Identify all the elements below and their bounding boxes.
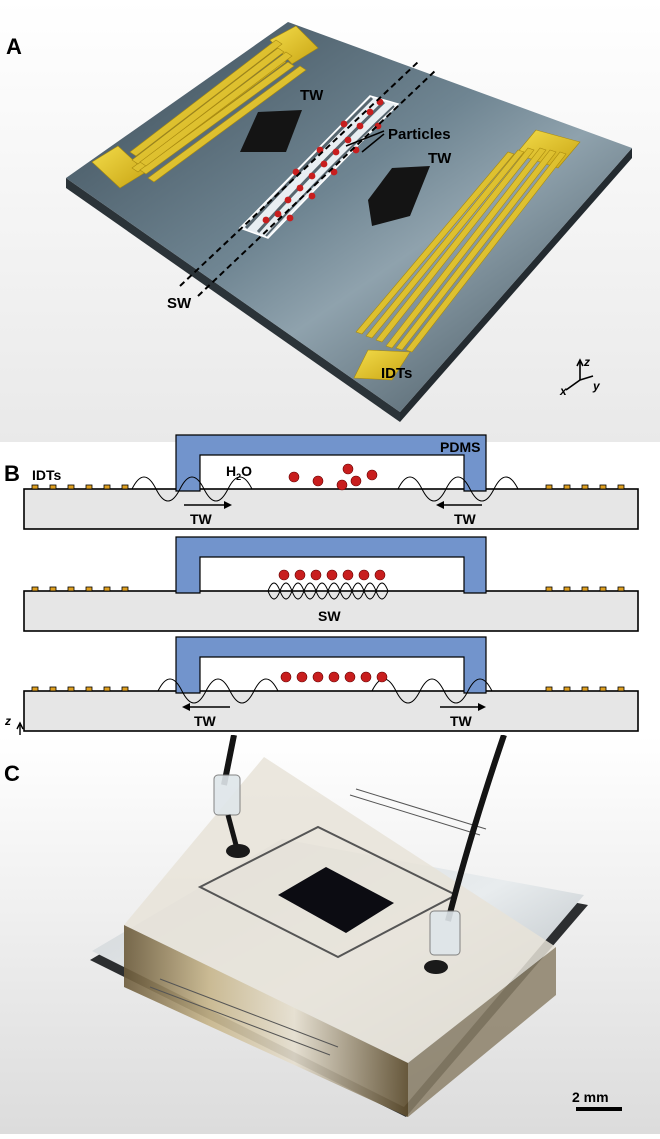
axis-triad-a [565,358,594,391]
label-pdms: PDMS [440,439,480,455]
particles-leader [345,130,385,147]
wave-3-left [157,678,279,704]
idt-left [91,25,319,189]
arrow-left-icon-1 [436,501,444,509]
label-idts-b: IDTs [32,467,62,483]
pdms-side [124,925,408,1117]
label-sw-b: SW [318,608,341,624]
label-tw-b3-right: TW [450,713,473,729]
idt-electrodes-3-right [545,686,625,692]
particles-b2 [278,569,386,581]
pdms-3 [175,636,487,694]
axis-a-x: x [559,384,568,398]
particles-leader-2 [361,133,385,153]
substrate-1 [23,488,639,530]
arrow-left-icon-3 [182,703,190,711]
label-tw-top: TW [300,87,324,104]
chip-edge-right [400,148,632,422]
panel-b: TW TW PDMS IDTs H2O SW [0,425,660,758]
scale-bar-label: 2 mm [572,1089,609,1105]
idt-electrodes-3-left [31,686,129,692]
idt-electrodes-1-right [545,484,625,490]
chip-edge-left [66,178,400,422]
label-particles: Particles [388,126,451,143]
wave-3-right [371,678,493,704]
row-2-standing: SW [23,536,639,632]
pdms-side-right [408,947,556,1117]
label-water: H2O [226,463,252,482]
wave-1-left [131,476,253,502]
axis-a-y: y [592,379,601,393]
row-3-traveling: TW TW [23,636,639,732]
label-sw: SW [167,295,192,312]
microchannel [238,95,400,239]
tw-arrow-left-icon [240,110,302,152]
row-1-traveling: TW TW PDMS IDTs H2O [23,434,639,530]
panel-b-schematic: TW TW PDMS IDTs H2O SW [4,434,639,758]
tube-fitting-right [429,910,461,956]
arrow-right-icon-3 [478,703,486,711]
axis-a-z: z [583,355,590,369]
wave-1-right [397,476,519,502]
label-tw-b1-left: TW [190,511,213,527]
tw-arrow-right-icon [368,166,430,226]
idt-right [353,129,581,381]
standing-wave-bottom [267,582,389,600]
panel-letter-c: C [4,761,20,786]
label-tw-right: TW [428,150,452,167]
panel-c-photo: 2 mm [0,734,660,1134]
particles-b1 [288,463,378,491]
panel-c: 2 mm C [0,734,660,1134]
tube-fitting-left [213,774,241,816]
label-idts-a: IDTs [381,365,412,382]
panel-a-illustration: TW Particles TW SW IDTs z x y [0,0,660,442]
particles-a [262,98,384,224]
panel-letter-a: A [6,34,22,59]
idt-electrodes-1-left [31,484,129,490]
sw-lines [179,61,437,297]
particles-b3 [280,671,388,683]
arrow-right-icon-1 [224,501,232,509]
idt-electrodes-2-left [31,586,129,592]
label-tw-b3-left: TW [194,713,217,729]
idt-electrodes-2-right [545,586,625,592]
label-tw-b1-right: TW [454,511,477,527]
electrode-lines [149,788,487,1056]
tubing [213,734,507,974]
panel-letter-b: B [4,461,20,486]
panel-a: TW Particles TW SW IDTs z x y A [0,0,660,442]
pdms-2 [175,536,487,594]
chip-dark-region [278,867,394,933]
substrate-3 [23,690,639,732]
axis-b-z: z [4,714,11,728]
pdms-1 [175,434,487,492]
